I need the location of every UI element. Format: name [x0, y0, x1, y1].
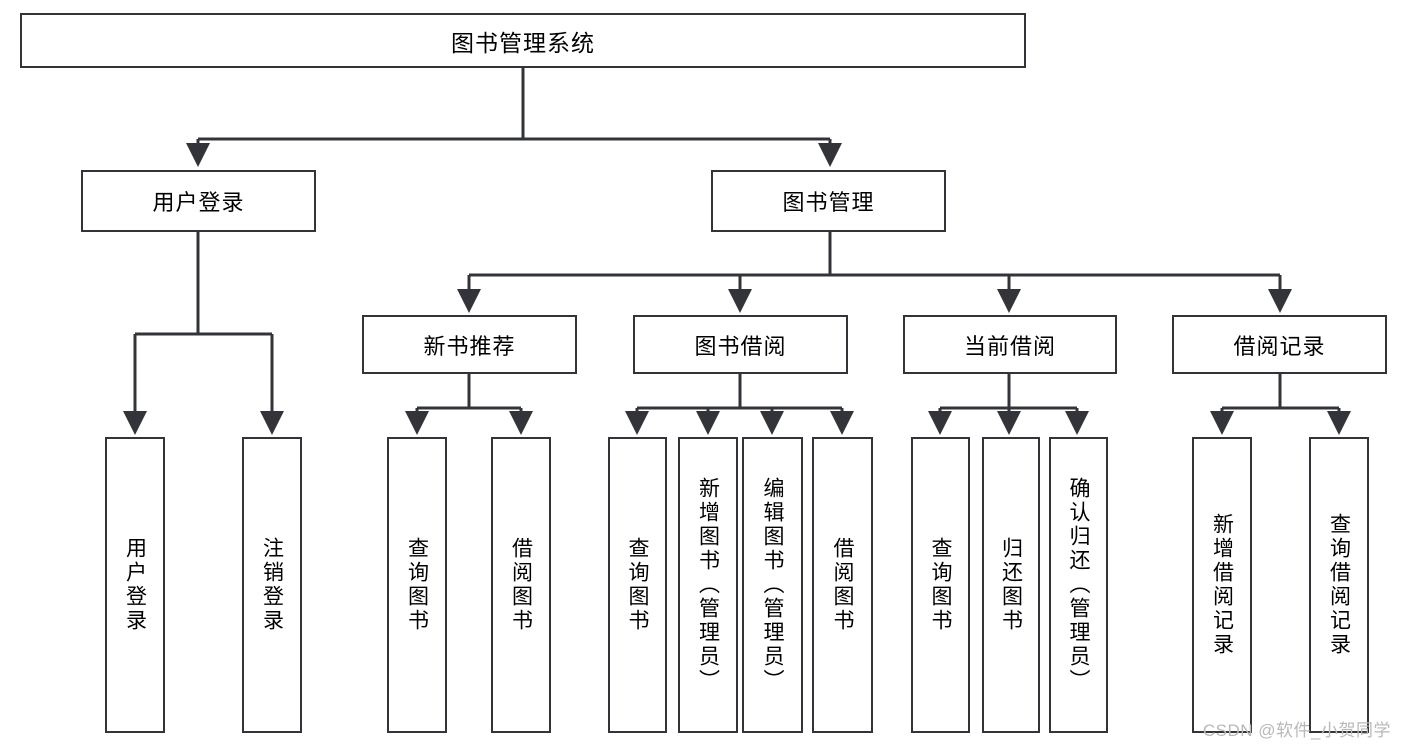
- node-book-borrow-label: 图书借阅: [694, 333, 787, 359]
- node-new-book-recommend[interactable]: 新书推荐: [362, 315, 577, 374]
- leaf-borrow-book-2-label: 借阅图书: [831, 537, 854, 633]
- node-current-borrow[interactable]: 当前借阅: [903, 315, 1117, 374]
- leaf-add-record[interactable]: 新增借阅记录: [1192, 437, 1252, 733]
- node-book-manage-label: 图书管理: [782, 190, 875, 215]
- leaf-return-book-label: 归还图书: [999, 537, 1023, 633]
- leaf-add-book-label: 新增图书（管理员）: [696, 477, 720, 693]
- node-user-login-label: 用户登录: [152, 190, 245, 215]
- leaf-query-book-3[interactable]: 查询图书: [911, 437, 970, 733]
- leaf-query-book-2-label: 查询图书: [626, 537, 649, 633]
- leaf-borrow-book-2[interactable]: 借阅图书: [812, 437, 873, 733]
- leaf-confirm-return-label: 确认归还（管理员）: [1067, 477, 1090, 693]
- leaf-query-book-1-label: 查询图书: [405, 537, 429, 633]
- leaf-user-login[interactable]: 用户登录: [105, 437, 165, 733]
- csdn-watermark: CSDN @软件_小贺同学: [1202, 721, 1391, 740]
- leaf-borrow-book-1-label: 借阅图书: [509, 537, 533, 633]
- node-book-manage[interactable]: 图书管理: [711, 170, 946, 232]
- leaf-query-book-3-label: 查询图书: [929, 537, 952, 633]
- leaf-query-record-label: 查询借阅记录: [1327, 513, 1351, 657]
- leaf-return-book[interactable]: 归还图书: [982, 437, 1040, 733]
- node-current-borrow-label: 当前借阅: [963, 333, 1056, 359]
- leaf-borrow-book-1[interactable]: 借阅图书: [491, 437, 551, 733]
- node-root-system[interactable]: 图书管理系统: [20, 13, 1026, 68]
- leaf-query-record[interactable]: 查询借阅记录: [1309, 437, 1369, 733]
- leaf-query-book-2[interactable]: 查询图书: [608, 437, 667, 733]
- leaf-add-book[interactable]: 新增图书（管理员）: [678, 437, 738, 733]
- leaf-edit-book-label: 编辑图书（管理员）: [761, 477, 784, 693]
- leaf-edit-book[interactable]: 编辑图书（管理员）: [742, 437, 803, 733]
- node-borrow-record[interactable]: 借阅记录: [1172, 315, 1387, 374]
- leaf-user-login-label: 用户登录: [123, 537, 147, 633]
- node-borrow-record-label: 借阅记录: [1233, 333, 1326, 359]
- node-root-label: 图书管理系统: [451, 29, 595, 56]
- node-user-login[interactable]: 用户登录: [81, 170, 316, 232]
- leaf-confirm-return[interactable]: 确认归还（管理员）: [1049, 437, 1108, 733]
- leaf-logout-label: 注销登录: [260, 537, 284, 633]
- node-new-book-recommend-label: 新书推荐: [423, 333, 516, 359]
- node-book-borrow[interactable]: 图书借阅: [633, 315, 848, 374]
- leaf-query-book-1[interactable]: 查询图书: [387, 437, 447, 733]
- leaf-add-record-label: 新增借阅记录: [1210, 513, 1234, 657]
- leaf-logout[interactable]: 注销登录: [242, 437, 302, 733]
